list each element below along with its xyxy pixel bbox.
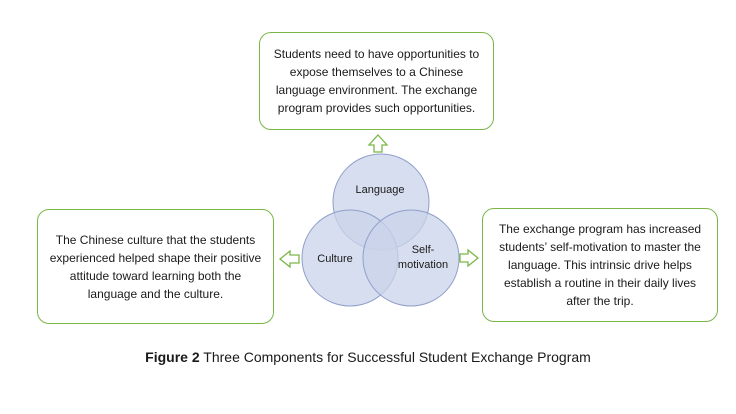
self-motivation-label-line1: Self- xyxy=(411,244,435,256)
figure-label: Figure 2 xyxy=(145,349,200,365)
top-textbox-text: Students need to have opportunities to e… xyxy=(273,47,480,115)
self-motivation-label: Self- motivation xyxy=(384,243,462,273)
left-textbox: The Chinese culture that the students ex… xyxy=(37,209,274,324)
culture-label: Culture xyxy=(317,253,353,265)
left-textbox-text: The Chinese culture that the students ex… xyxy=(49,232,262,301)
figure-caption-text: Three Components for Successful Student … xyxy=(203,349,591,365)
language-label: Language xyxy=(355,184,405,196)
arrow-right-icon xyxy=(459,248,480,268)
right-textbox: The exchange program has increased stude… xyxy=(482,208,718,322)
arrow-left-icon xyxy=(278,249,300,269)
top-textbox: Students need to have opportunities to e… xyxy=(259,32,494,130)
arrow-up-icon xyxy=(367,134,389,153)
self-motivation-circle xyxy=(362,209,460,307)
figure-caption: Figure 2 Three Components for Successful… xyxy=(0,349,736,365)
right-textbox-text: The exchange program has increased stude… xyxy=(498,222,702,308)
self-motivation-label-line2: motivation xyxy=(397,259,449,271)
